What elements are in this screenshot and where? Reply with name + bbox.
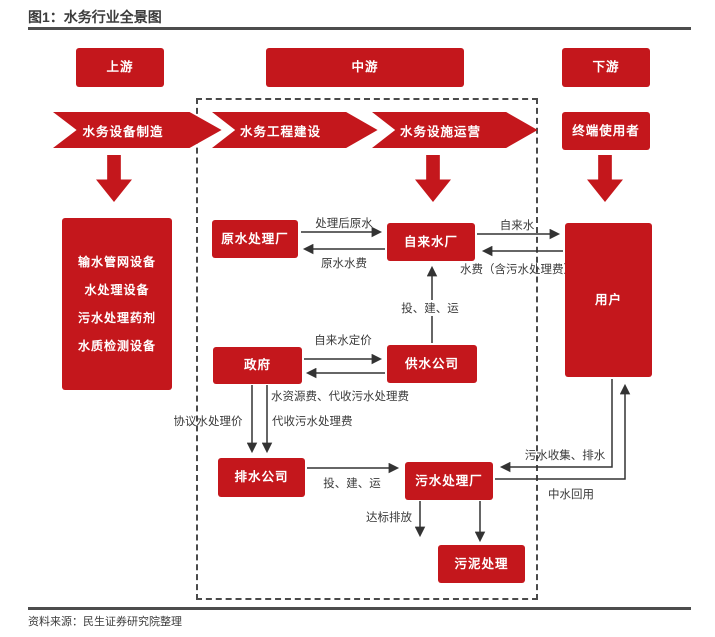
node-water-supply-company: 供水公司 xyxy=(387,345,477,383)
flow-label-water-resource-fee: 水资源费、代收污水处理费 xyxy=(271,391,409,403)
node-raw-water-plant: 原水处理厂 xyxy=(212,220,298,258)
chain-end-users: 终端使用者 xyxy=(562,112,650,150)
node-upstream-products: 输水管网设备 水处理设备 污水处理药剂 水质检测设备 xyxy=(62,218,172,390)
node-sewage-treatment-plant: 污水处理厂 xyxy=(405,462,493,500)
product-line: 水处理设备 xyxy=(84,283,150,297)
node-drainage-company: 排水公司 xyxy=(218,458,305,497)
product-line: 污水处理药剂 xyxy=(77,311,156,325)
stage-downstream: 下游 xyxy=(562,48,650,87)
flow-label-collected-sewage-fee: 代收污水处理费 xyxy=(272,416,353,428)
chain-engineering-construction: 水务工程建设 xyxy=(212,112,378,148)
node-users: 用户 xyxy=(565,223,652,377)
flow-label-sewage-collection: 污水收集、排水 xyxy=(524,450,606,462)
product-line: 输水管网设备 xyxy=(77,255,156,269)
down-block-arrow-icon xyxy=(96,155,132,202)
flow-label-invest-build-operate-drainage: 投、建、运 xyxy=(323,478,381,490)
flow-label-invest-build-operate-supply: 投、建、运 xyxy=(398,300,462,316)
product-line: 水质检测设备 xyxy=(77,339,156,353)
chain-facility-operation: 水务设施运营 xyxy=(372,112,538,148)
chain-equipment-manufacturing: 水务设备制造 xyxy=(53,112,222,148)
figure-title: 图1：水务行业全景图 xyxy=(28,9,162,25)
flow-label-agreed-water-treatment-price: 协议水处理价 xyxy=(173,416,243,428)
node-sludge-treatment: 污泥处理 xyxy=(438,545,525,583)
footer-divider xyxy=(28,607,691,610)
flow-label-reclaimed-water-reuse: 中水回用 xyxy=(548,489,594,501)
flow-label-tap-water-pricing: 自来水定价 xyxy=(314,335,372,347)
node-government: 政府 xyxy=(213,347,302,384)
flow-label-compliant-discharge: 达标排放 xyxy=(366,512,412,524)
node-tap-water-plant: 自来水厂 xyxy=(387,223,475,261)
source-note: 资料来源：民生证券研究院整理 xyxy=(28,616,182,628)
stage-upstream: 上游 xyxy=(76,48,164,87)
flow-label-water-fee: 水费（含污水处理费） xyxy=(460,264,575,276)
title-divider xyxy=(28,27,691,30)
flow-label-treated-raw-water: 处理后原水 xyxy=(315,218,373,230)
flow-label-tap-water: 自来水 xyxy=(499,220,535,232)
midstream-dashed-frame xyxy=(196,98,538,600)
flow-label-raw-water-fee: 原水水费 xyxy=(321,258,367,270)
down-block-arrow-icon xyxy=(587,155,623,202)
stage-midstream: 中游 xyxy=(266,48,464,87)
